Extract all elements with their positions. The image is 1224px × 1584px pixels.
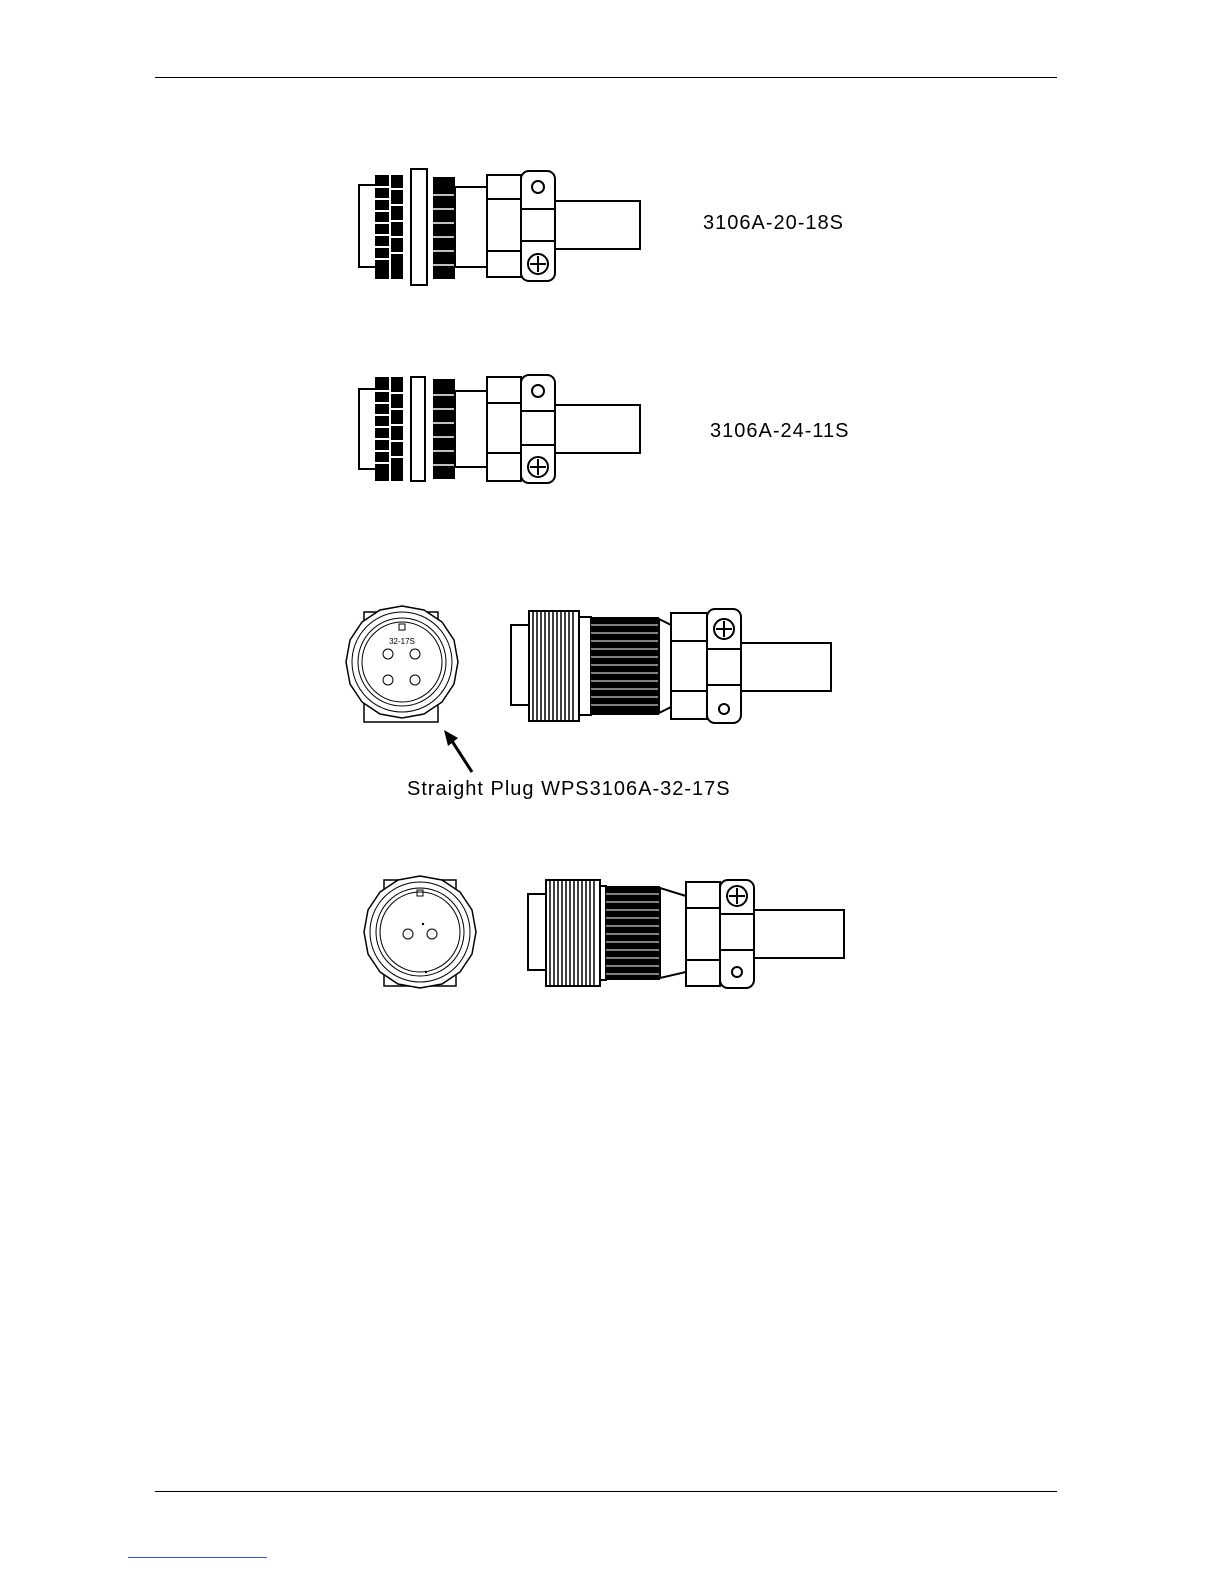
footer-rule [155,1491,1057,1492]
connector-label: 3106A-20-18S [703,212,844,235]
connector-wps3106a-32-17s-face-drawing: 32-17S [340,600,465,728]
connector-label: Straight Plug WPS3106A-32-17S [407,778,731,801]
connector-4-face-drawing [360,872,480,992]
header-rule [155,77,1057,78]
connector-wps3106a-32-17s-side-drawing [505,605,835,727]
footer-link-underline [128,1557,267,1558]
connector-3106a-20-18s-drawing [355,165,645,287]
face-marking: 32-17S [389,637,415,646]
connector-label: 3106A-24-11S [710,420,850,443]
pointer-arrow [440,728,480,776]
connector-4-side-drawing [524,878,848,990]
connector-3106a-24-11s-drawing [355,373,645,485]
